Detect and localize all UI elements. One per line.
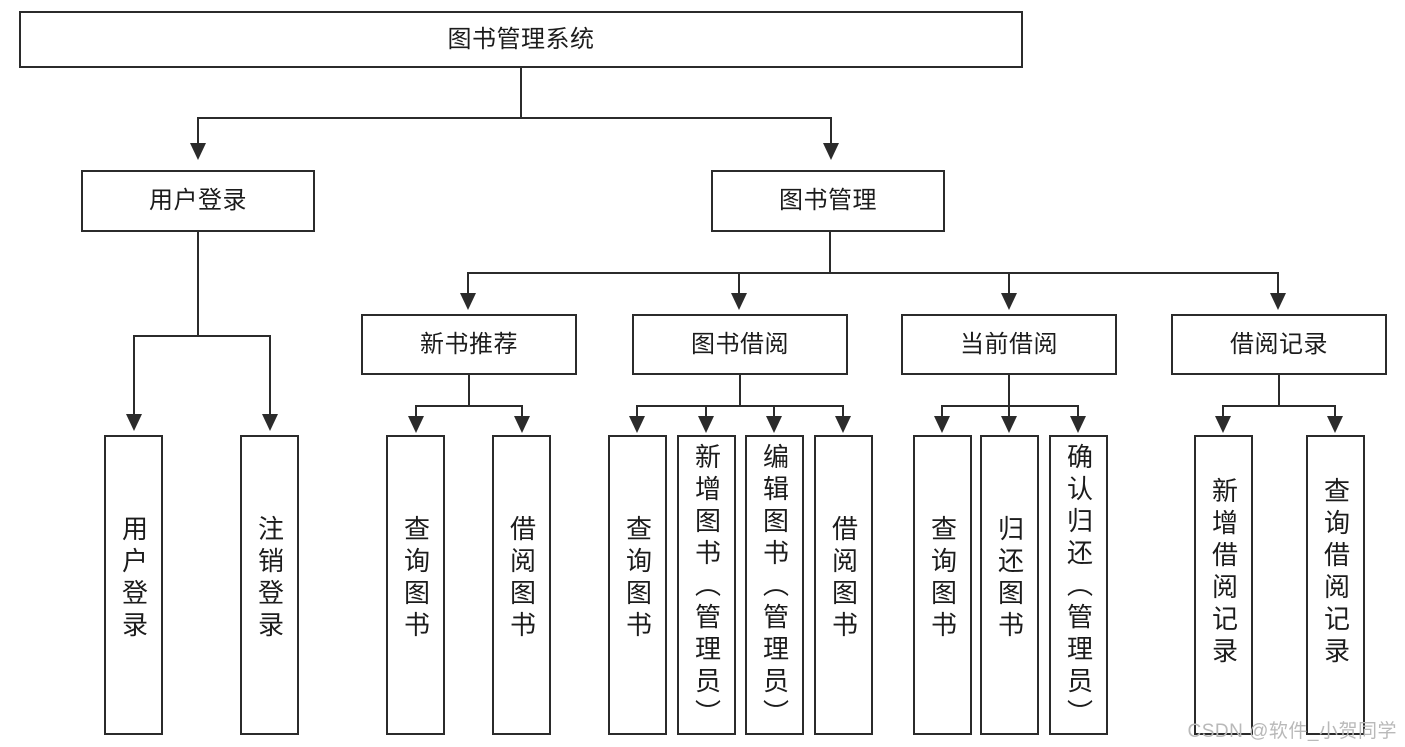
arrowhead-leaf-logout [262,414,278,431]
node-label: 图书借阅 [691,330,789,358]
arrowhead-current-borrow [1001,293,1017,310]
node-label: 借阅记录 [1230,330,1328,358]
leaf-label: 新增图书（管理员） [691,443,722,731]
node-borrow-record[interactable]: 借阅记录 [1171,314,1387,375]
arrowhead-user-login [190,143,206,160]
arrowhead-nbr-borrow-book [514,416,530,433]
arrowhead-leaf-user-login [126,414,142,431]
connector-drop-borrow-record [1277,272,1279,294]
leaf-label: 查询借阅记录 [1320,477,1351,669]
arrowhead-book-management [823,143,839,160]
connector-drop-book-borrow [738,272,740,294]
arrowhead-borrow-record [1270,293,1286,310]
connector-drop-new-book-recommend [467,272,469,294]
connector-drop-leaf-user-login [133,335,135,415]
arrowhead-book-borrow [731,293,747,310]
leaf-label: 查询图书 [927,515,958,643]
leaf-cb-query-book[interactable]: 查询图书 [913,435,972,735]
node-current-borrow[interactable]: 当前借阅 [901,314,1117,375]
node-book-borrow[interactable]: 图书借阅 [632,314,848,375]
connector-user-login-bus [133,335,271,337]
connector-drop-nbr-borrow-book [521,405,523,417]
connector-drop-cb-return-book [1008,405,1010,417]
arrowhead-bb-borrow-book [835,416,851,433]
node-label: 用户登录 [149,187,247,214]
connector-book-borrow-bus [636,405,844,407]
connector-drop-bb-query-book [636,405,638,417]
leaf-cb-confirm-return[interactable]: 确认归还（管理员） [1049,435,1108,735]
connector-drop-nbr-query-book [415,405,417,417]
node-new-book-recommend[interactable]: 新书推荐 [361,314,577,375]
connector-drop-br-query-record [1334,405,1336,417]
leaf-bb-borrow-book[interactable]: 借阅图书 [814,435,873,735]
connector-drop-current-borrow [1008,272,1010,294]
connector-borrow-record-bus [1222,405,1336,407]
node-label: 图书管理系统 [447,25,595,53]
leaf-logout-login[interactable]: 注销登录 [240,435,299,735]
arrowhead-br-add-record [1215,416,1231,433]
arrowhead-cb-query-book [934,416,950,433]
arrowhead-cb-return-book [1001,416,1017,433]
connector-user-login-stem [197,232,199,336]
connector-level3-bus [467,272,1279,274]
leaf-nbr-borrow-book[interactable]: 借阅图书 [492,435,551,735]
leaf-cb-return-book[interactable]: 归还图书 [980,435,1039,735]
watermark-text: CSDN @软件_小贺同学 [1187,721,1397,742]
connector-drop-bb-borrow-book [842,405,844,417]
node-label: 图书管理 [779,187,877,214]
leaf-label: 编辑图书（管理员） [759,443,790,731]
connector-new-book-recommend-stem [468,375,470,406]
leaf-bb-query-book[interactable]: 查询图书 [608,435,667,735]
connector-borrow-record-stem [1278,375,1280,406]
leaf-nbr-query-book[interactable]: 查询图书 [386,435,445,735]
connector-drop-leaf-logout [269,335,271,415]
leaf-label: 注销登录 [254,515,285,643]
leaf-bb-add-book[interactable]: 新增图书（管理员） [677,435,736,735]
node-label: 当前借阅 [960,330,1058,358]
node-label: 新书推荐 [420,330,518,358]
arrowhead-bb-edit-book [766,416,782,433]
leaf-label: 借阅图书 [506,515,537,643]
connector-drop-bb-edit-book [773,405,775,417]
connector-drop-br-add-record [1222,405,1224,417]
node-book-management[interactable]: 图书管理 [711,170,945,232]
connector-root-stem [520,68,522,118]
connector-level2-bus [198,117,832,119]
leaf-label: 借阅图书 [828,515,859,643]
leaf-br-query-record[interactable]: 查询借阅记录 [1306,435,1365,735]
connector-drop-cb-confirm-return [1077,405,1079,417]
connector-drop-bb-add-book [705,405,707,417]
arrowhead-bb-add-book [698,416,714,433]
connector-new-book-recommend-bus [415,405,523,407]
leaf-user-login[interactable]: 用户登录 [104,435,163,735]
connector-book-borrow-stem [739,375,741,406]
connector-drop-book-management [830,117,832,144]
arrowhead-cb-confirm-return [1070,416,1086,433]
arrowhead-new-book-recommend [460,293,476,310]
arrowhead-bb-query-book [629,416,645,433]
connector-current-borrow-bus [941,405,1079,407]
connector-current-borrow-stem [1008,375,1010,406]
leaf-label: 查询图书 [622,515,653,643]
leaf-label: 用户登录 [118,515,149,643]
connector-drop-user-login [197,117,199,144]
node-root-book-management-system[interactable]: 图书管理系统 [19,11,1023,68]
connector-drop-cb-query-book [941,405,943,417]
leaf-label: 归还图书 [994,515,1025,643]
connector-book-management-stem [829,232,831,273]
node-user-login[interactable]: 用户登录 [81,170,315,232]
arrowhead-nbr-query-book [408,416,424,433]
leaf-label: 确认归还（管理员） [1063,443,1094,731]
arrowhead-br-query-record [1327,416,1343,433]
leaf-bb-edit-book[interactable]: 编辑图书（管理员） [745,435,804,735]
leaf-label: 新增借阅记录 [1208,477,1239,669]
leaf-br-add-record[interactable]: 新增借阅记录 [1194,435,1253,735]
leaf-label: 查询图书 [400,515,431,643]
